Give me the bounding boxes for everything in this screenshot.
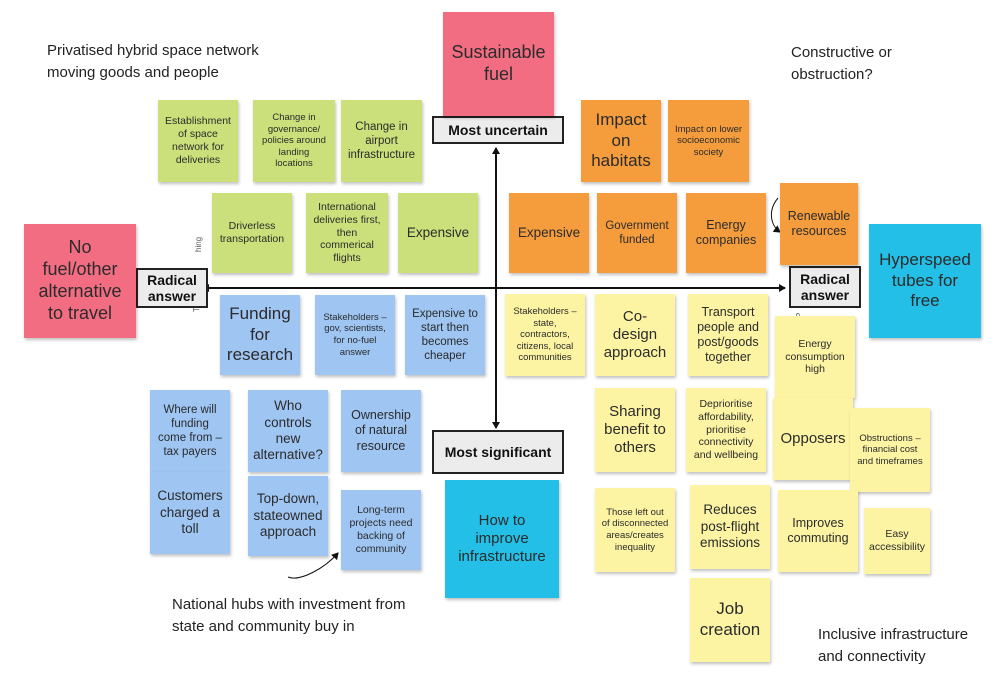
note-expensive-orange: Expensive	[509, 193, 589, 273]
annotation-privatised-network: Privatised hybrid space network moving g…	[47, 42, 259, 81]
note-those-left-out: Those left out of disconnected areas/cre…	[595, 488, 675, 572]
note-co-design: Co-design approach	[595, 294, 675, 376]
axis-label-radical-answer-left: Radical answer	[136, 268, 208, 308]
note-expensive-cheaper: Expensive to start then becomes cheaper	[405, 295, 485, 375]
connector-curve-long-term	[287, 552, 339, 579]
note-customers-toll: Customers charged a toll	[150, 472, 230, 554]
axis-label-most-uncertain: Most uncertain	[432, 116, 564, 144]
note-transport-people: Transport people and post/goods together	[688, 294, 768, 376]
note-top-down: Top-down, stateowned approach	[248, 476, 328, 556]
annotation-constructive-obstruction: Constructive or obstruction?	[791, 44, 892, 83]
annotation-national-hubs: National hubs with investment from state…	[172, 596, 406, 635]
note-hyperspeed-tubes: Hyperspeed tubes for free	[869, 224, 981, 338]
axis-label-most-significant: Most significant	[432, 430, 564, 474]
note-government-funded: Government funded	[597, 193, 677, 273]
note-sustainable-fuel: Sustainable fuel	[443, 12, 554, 116]
note-space-network: Establishment of space network for deliv…	[158, 100, 238, 182]
note-job-creation: Job creation	[690, 578, 770, 662]
note-impact-habitats: Impact on habitats	[581, 100, 661, 182]
note-where-funding: Where will funding come from – tax payer…	[150, 390, 230, 472]
note-improves-commuting: Improves commuting	[778, 490, 858, 572]
note-energy-consumption: Energy consumption high	[775, 316, 855, 398]
note-change-governance: Change in governance/ policies around la…	[253, 100, 335, 182]
note-expensive-green: Expensive	[398, 193, 478, 273]
note-long-term-projects: Long-term projects need backing of commu…	[341, 490, 421, 570]
note-international-deliveries: International deliveries first, then com…	[306, 193, 388, 273]
note-deprioritise: Deprioritise affordability, prioritise c…	[686, 388, 766, 472]
axis-label-radical-answer-right: Radical answer	[789, 266, 861, 308]
note-who-controls: Who controls new alternative?	[248, 390, 328, 472]
note-how-to-improve-infrastructure: How to improve infrastructure	[445, 480, 559, 598]
note-sharing-benefit: Sharing benefit to others	[595, 388, 675, 472]
note-impact-lower-socioeconomic: Impact on lower socioeconomic society	[668, 100, 749, 182]
connector-curve-renewable	[771, 197, 781, 233]
annotation-inclusive-infrastructure: Inclusive infrastructure and connectivit…	[818, 626, 969, 665]
note-energy-companies: Energy companies	[686, 193, 766, 273]
note-stakeholders-gov: Stakeholders – gov, scientists, for no-f…	[315, 295, 395, 375]
note-ownership-resource: Ownership of natural resource	[341, 390, 421, 472]
note-change-airport: Change in airport infrastructure	[341, 100, 422, 182]
note-stakeholders-state: Stakeholders – state, contractors, citiz…	[505, 294, 585, 376]
note-renewable-resources: Renewable resources	[780, 183, 858, 265]
note-reduces-emissions: Reduces post-flight emissions	[690, 485, 770, 569]
note-opposers: Opposers	[773, 398, 853, 480]
note-driverless: Driverless transportation	[212, 193, 292, 273]
note-funding-research: Funding for research	[220, 295, 300, 375]
note-easy-accessibility: Easy accessibility	[864, 508, 930, 574]
note-no-fuel-alternative: No fuel/other alternative to travel	[24, 224, 136, 338]
note-obstructions: Obstructions – financial cost and timefr…	[850, 408, 930, 492]
